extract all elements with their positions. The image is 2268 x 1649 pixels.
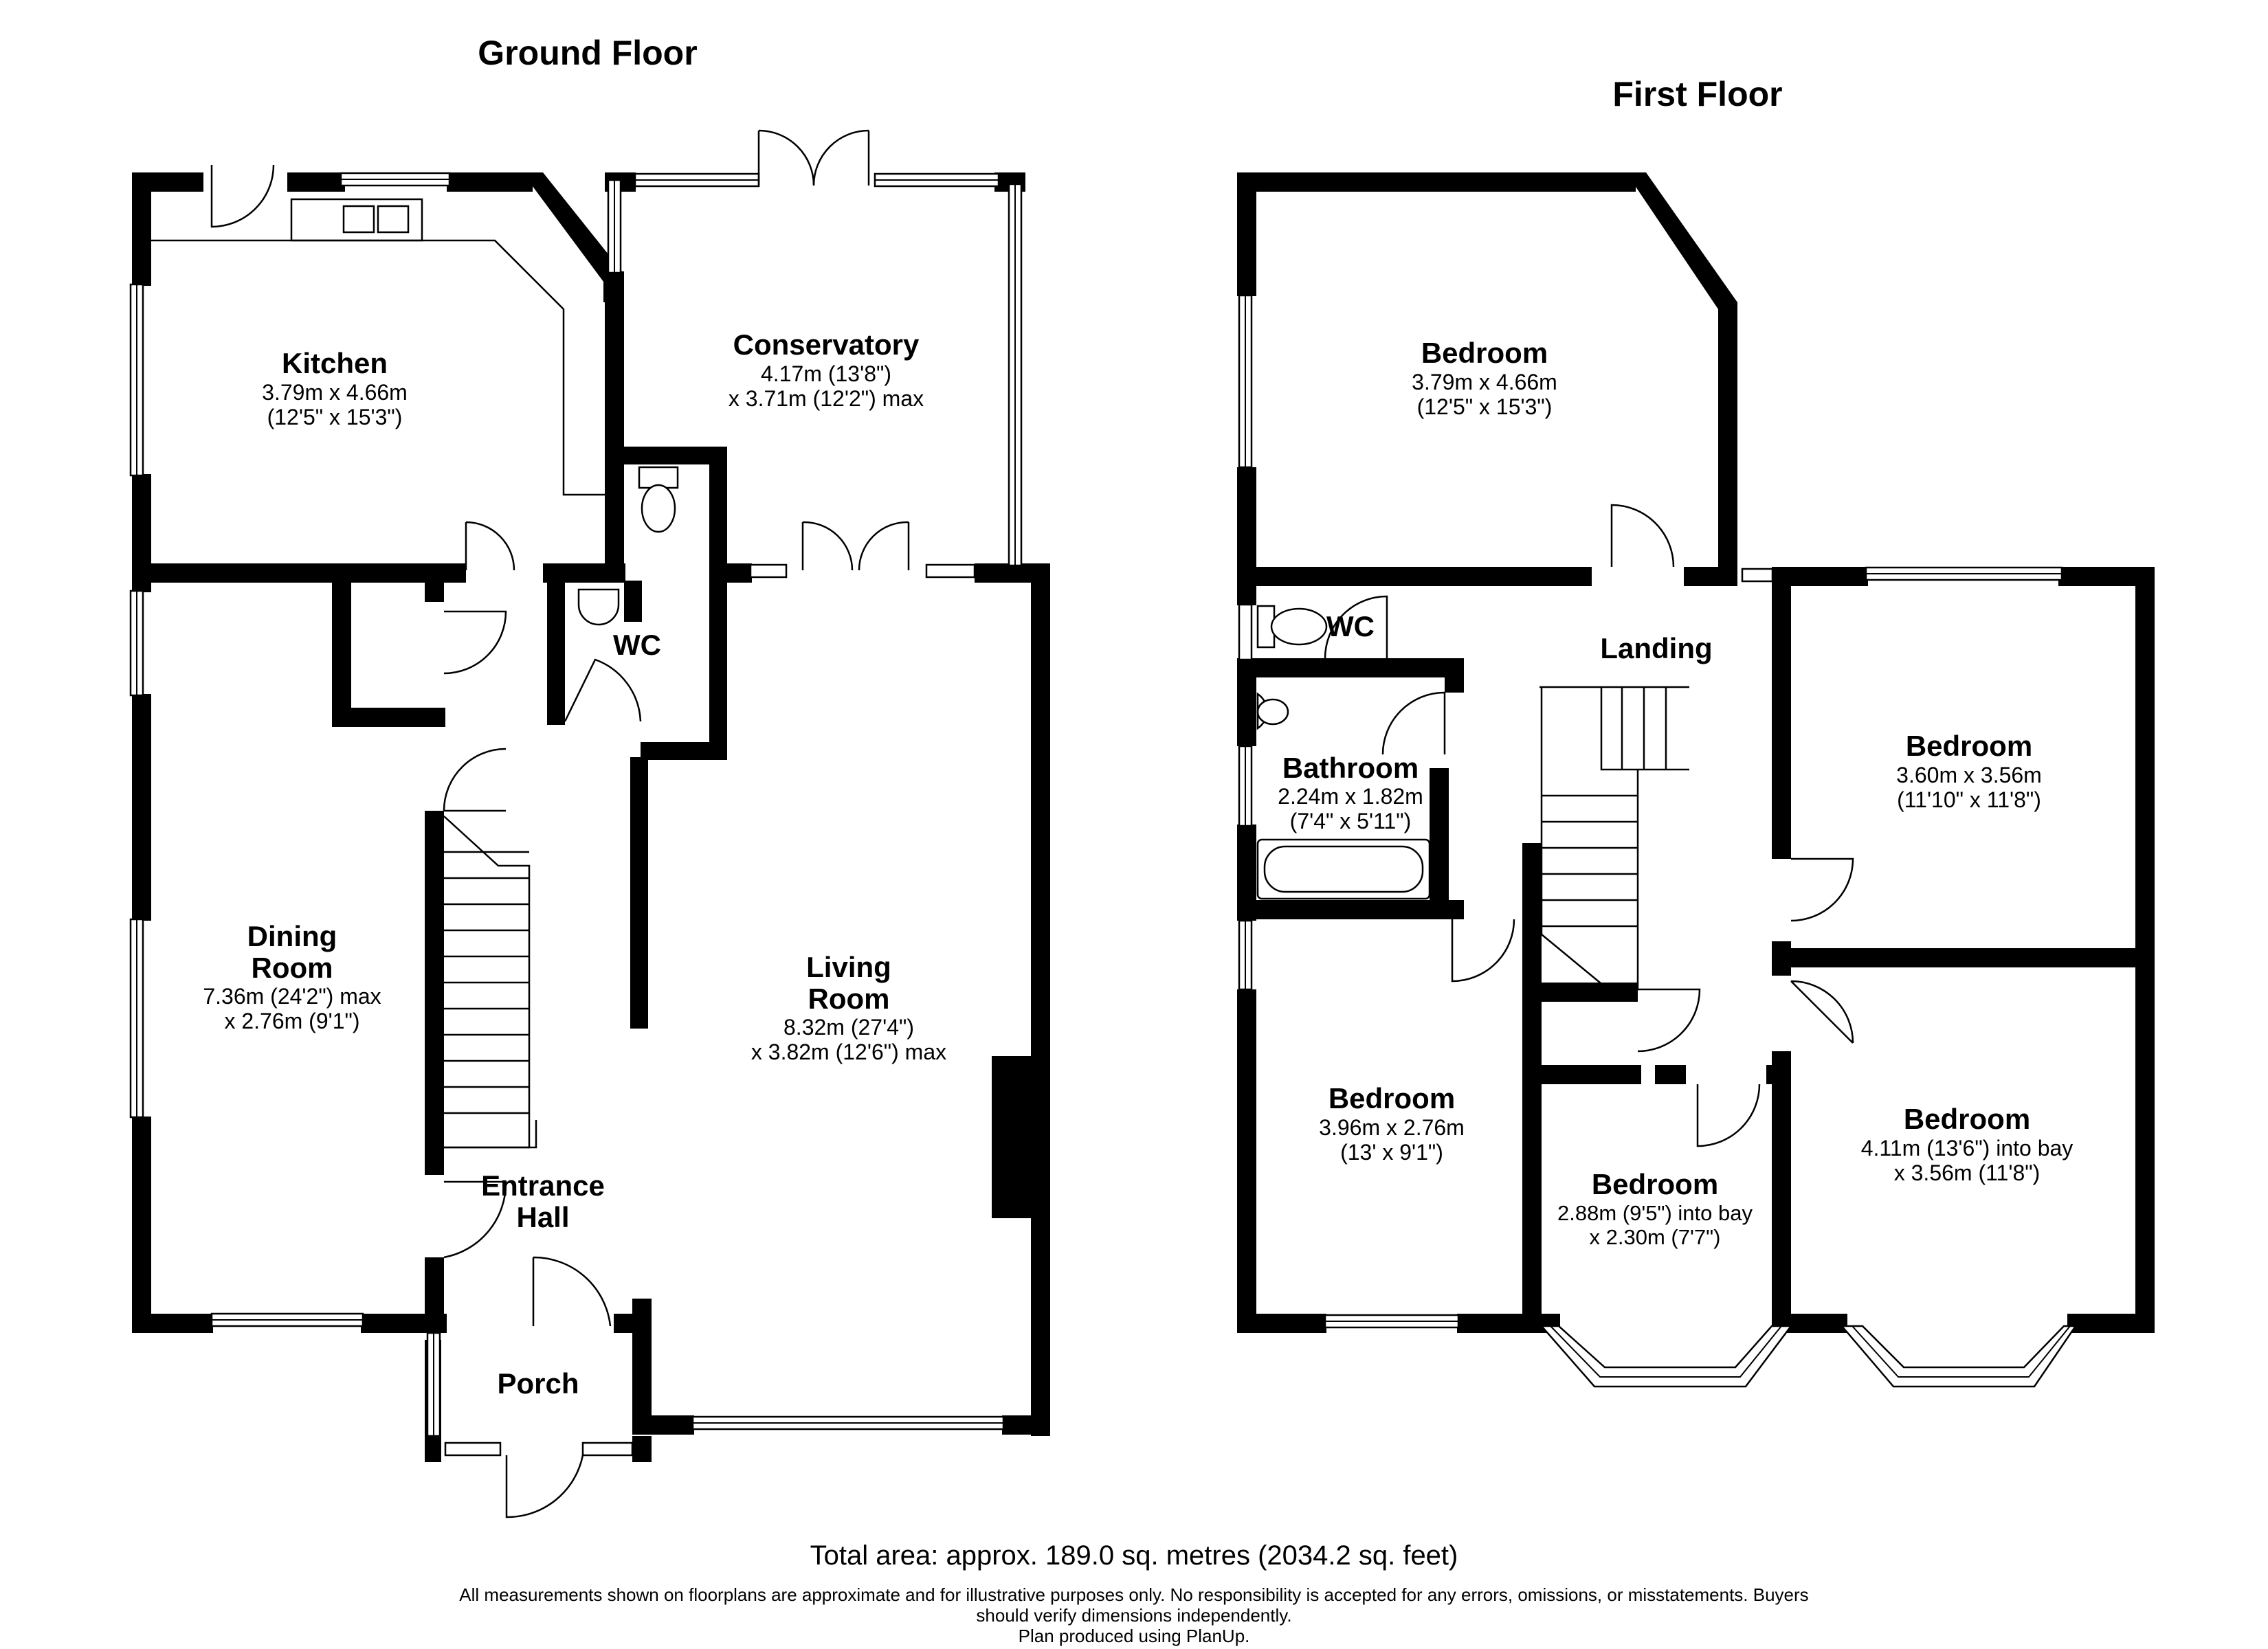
room-label-kitchen: Kitchen 3.79m x 4.66m (12'5" x 15'3") (197, 347, 472, 429)
room-name: Entrance (481, 1169, 605, 1202)
room-label-wc-ground: WC (613, 629, 661, 661)
total-area: Total area: approx. 189.0 sq. metres (20… (810, 1540, 1458, 1571)
first-floor-doors (1324, 504, 1854, 1147)
room-label-bedroom-small: Bedroom 2.88m (9'5") into bay x 2.30m (7… (1538, 1168, 1772, 1249)
room-name-line2: Room (808, 983, 890, 1015)
room-dimensions: 3.60m x 3.56m (1896, 763, 2042, 787)
room-dimensions: 7.36m (24'2") max (203, 984, 381, 1009)
room-label-landing: Landing (1600, 632, 1713, 664)
room-name: Living (806, 951, 891, 983)
room-dimensions: 8.32m (27'4") (783, 1015, 914, 1040)
first-floor-plan (1237, 172, 2155, 1388)
room-name-line2: Hall (516, 1201, 570, 1233)
room-label-bedroom-top: Bedroom 3.79m x 4.66m (12'5" x 15'3") (1347, 337, 1622, 419)
disclaimer-line-3: Plan produced using PlanUp. (1018, 1626, 1250, 1646)
room-label-dining-room: Dining Room 7.36m (24'2") max x 2.76m (9… (168, 920, 416, 1034)
room-dimensions-imperial: x 2.30m (7'7") (1589, 1225, 1721, 1249)
room-name: Bedroom (1421, 337, 1548, 369)
room-dimensions-imperial: (12'5" x 15'3") (1416, 394, 1553, 419)
room-name: Bedroom (1591, 1168, 1719, 1200)
room-dimensions-imperial: x 3.71m (12'2") max (728, 386, 924, 411)
ground-floor-walls (132, 172, 1050, 1462)
room-dimensions: 3.96m x 2.76m (1319, 1115, 1465, 1140)
disclaimer-line-2: should verify dimensions independently. (976, 1605, 1292, 1626)
ground-floor-plan (129, 129, 1050, 1518)
room-dimensions-imperial: (11'10" x 11'8") (1897, 787, 2041, 812)
room-dimensions-imperial: x 2.76m (9'1") (224, 1009, 360, 1033)
ground-floor-fixtures (151, 198, 679, 1149)
room-name-line2: Room (251, 952, 333, 984)
room-label-entrance-hall: Entrance Hall (454, 1170, 632, 1233)
room-name: Bedroom (1903, 1103, 2031, 1135)
room-label-porch: Porch (497, 1367, 579, 1400)
room-name: Bathroom (1282, 752, 1419, 784)
room-name: Dining (247, 920, 337, 952)
first-floor-fixtures (1256, 605, 1689, 991)
room-dimensions: 4.11m (13'6") into bay (1860, 1136, 2074, 1160)
room-dimensions-imperial: x 3.56m (11'8") (1893, 1160, 2041, 1185)
ground-floor-title: Ground Floor (478, 34, 698, 72)
room-dimensions: 3.79m x 4.66m (1412, 370, 1557, 394)
first-floor-title: First Floor (1612, 75, 1783, 113)
room-dimensions-imperial: (13' x 9'1") (1340, 1140, 1443, 1165)
ground-floor-windows (129, 172, 1023, 1457)
room-dimensions-imperial: x 3.82m (12'6") max (751, 1040, 947, 1064)
room-dimensions: 2.88m (9'5") into bay (1557, 1201, 1753, 1225)
room-name: Bedroom (1328, 1082, 1456, 1114)
first-floor-walls (1237, 172, 2155, 1333)
room-label-wc-first: WC (1326, 610, 1375, 642)
disclaimer-line-1: All measurements shown on floorplans are… (459, 1584, 1809, 1605)
room-name: Kitchen (281, 347, 388, 379)
room-label-bedroom-right: Bedroom 3.60m x 3.56m (11'10" x 11'8") (1832, 730, 2106, 812)
room-label-bedroom-bay: Bedroom 4.11m (13'6") into bay x 3.56m (… (1816, 1103, 2118, 1185)
room-dimensions: 4.17m (13'8") (761, 361, 891, 386)
room-name: Conservatory (733, 328, 920, 361)
room-dimensions-imperial: (12'5" x 15'3") (267, 405, 403, 429)
room-label-bedroom-left: Bedroom 3.96m x 2.76m (13' x 9'1") (1268, 1082, 1515, 1165)
first-floor-windows (1238, 294, 2078, 1388)
ground-floor-doors (210, 129, 910, 1518)
room-dimensions: 2.24m x 1.82m (1278, 784, 1423, 809)
room-label-living-room: Living Room 8.32m (27'4") x 3.82m (12'6"… (704, 951, 993, 1065)
room-label-bathroom: Bathroom 2.24m x 1.82m (7'4" x 5'11") (1254, 752, 1447, 834)
room-dimensions: 3.79m x 4.66m (262, 380, 408, 405)
room-dimensions-imperial: (7'4" x 5'11") (1289, 809, 1412, 833)
room-name: Bedroom (1905, 730, 2033, 762)
disclaimer: All measurements shown on floorplans are… (0, 1584, 2268, 1646)
room-label-conservatory: Conservatory 4.17m (13'8") x 3.71m (12'2… (682, 328, 970, 411)
